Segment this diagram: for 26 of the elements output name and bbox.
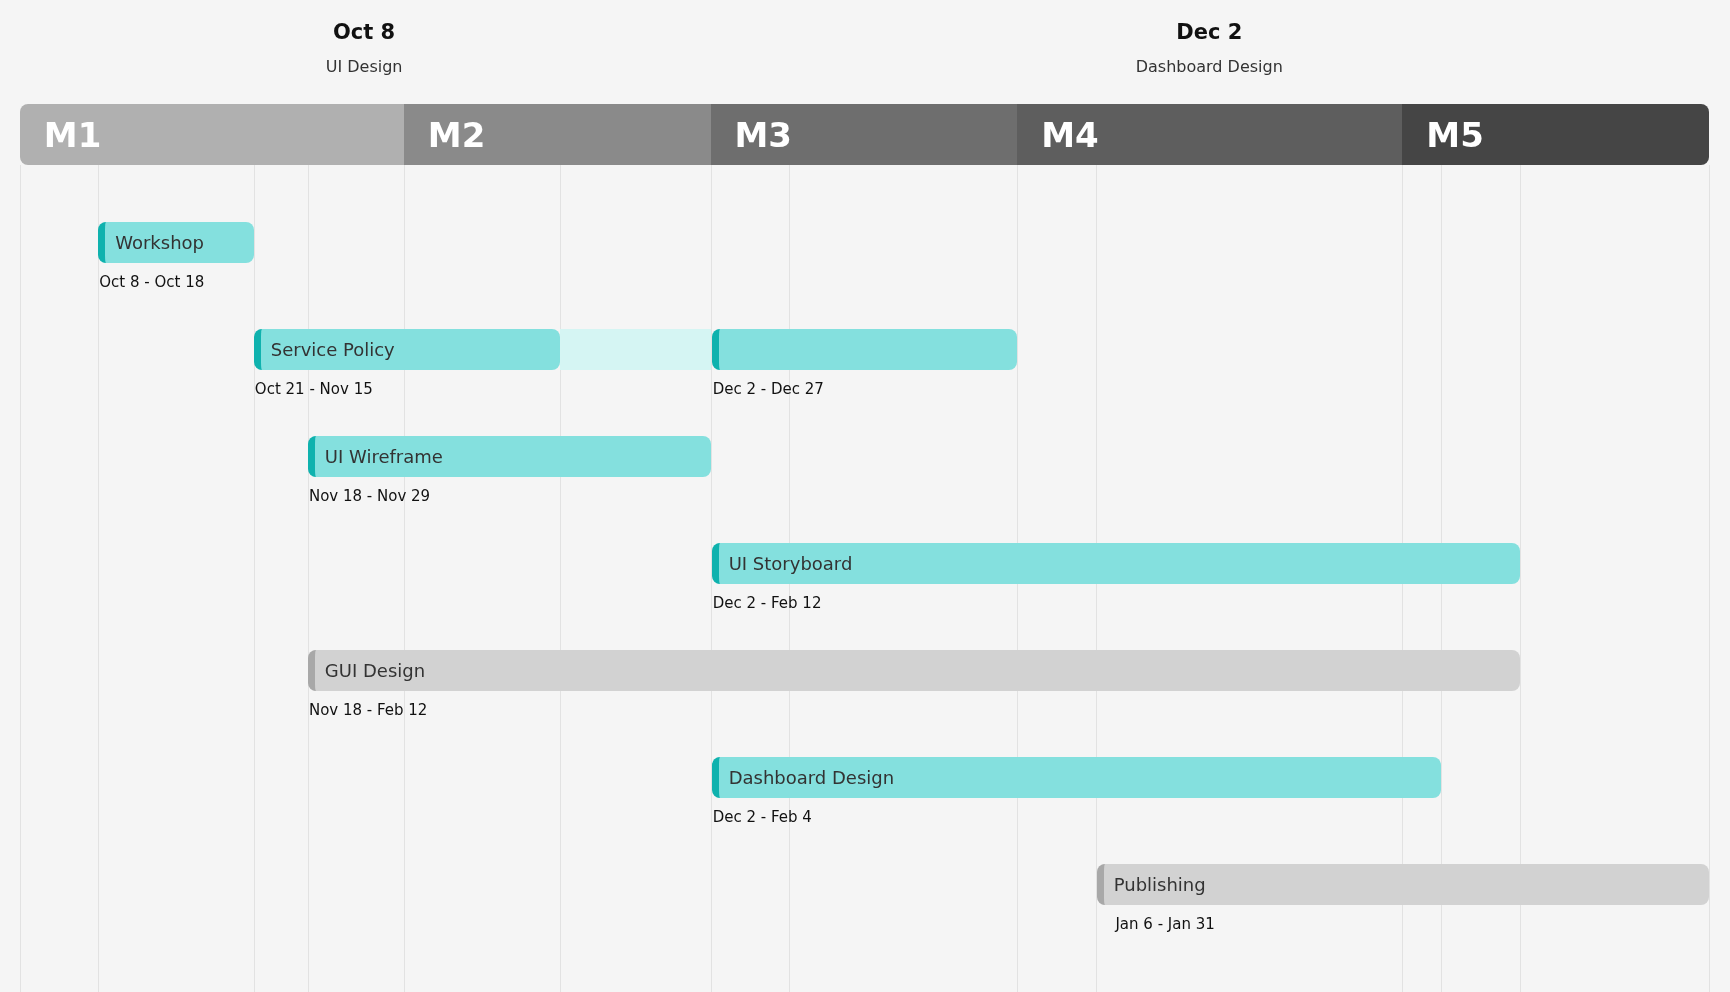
- date-label: Oct 21 - Nov 15: [254, 379, 373, 398]
- milestone-title: UI Design: [325, 57, 403, 77]
- task-bar: Dashboard Design: [711, 756, 1441, 798]
- task-bar: UI Storyboard: [711, 542, 1521, 584]
- date-label: Dec 2 - Feb 4: [712, 807, 812, 826]
- date-label: Dec 2 - Feb 12: [712, 593, 822, 612]
- task-bar-segment: [711, 328, 1018, 370]
- date-label: Nov 18 - Feb 12: [308, 700, 428, 719]
- task-bar: Workshop: [98, 221, 254, 263]
- phase-band: M3: [710, 103, 1018, 166]
- date-label: Oct 8 - Oct 18: [99, 272, 205, 291]
- phase-band: M5: [1402, 103, 1710, 166]
- phase-band: M1: [19, 103, 404, 166]
- date-label: Dec 2 - Dec 27: [712, 379, 824, 398]
- milestone-date: Oct 8: [332, 19, 396, 44]
- phase-band: M4: [1017, 103, 1403, 166]
- milestone-title: Dashboard Design: [1135, 57, 1283, 77]
- task-bar: Service Policy: [253, 328, 561, 370]
- milestone-date: Dec 2: [1176, 19, 1243, 44]
- phase-band: M2: [403, 103, 711, 166]
- date-label: Jan 6 - Jan 31: [1115, 914, 1215, 933]
- task-bar: UI Wireframe: [307, 435, 711, 477]
- task-bar: GUI Design: [307, 649, 1521, 691]
- task-bar-segment: [560, 328, 711, 370]
- task-bar: Publishing: [1096, 863, 1709, 905]
- date-label: Nov 18 - Nov 29: [308, 486, 431, 505]
